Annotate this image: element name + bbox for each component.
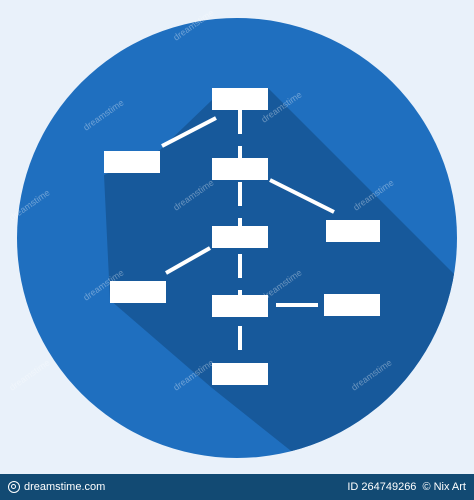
brand: dreamstime.com [8,481,105,493]
author-credit: © Nix Art [422,481,466,493]
footer-meta: ID 264749266 © Nix Art [347,481,466,493]
image-id: ID 264749266 [347,481,417,493]
node-box [324,294,380,316]
node-box [110,281,166,303]
node-box [326,220,380,242]
icon-canvas: dreamstime dreamstime dreamstime dreamst… [17,18,457,458]
flowchart-diagram-icon [17,18,457,458]
dreamstime-logo-icon [8,481,20,493]
node-box [212,158,268,180]
connector-line [165,246,211,275]
connector-line [161,116,217,148]
node-box [212,226,268,248]
node-box [212,295,268,317]
stock-footer-bar: dreamstime.com ID 264749266 © Nix Art [0,474,474,500]
node-box [212,88,268,110]
flowchart-nodes [104,88,380,385]
long-shadow [104,88,457,458]
node-box [104,151,160,173]
connector-line [269,178,335,214]
brand-name: dreamstime.com [24,481,106,493]
node-box [212,363,268,385]
